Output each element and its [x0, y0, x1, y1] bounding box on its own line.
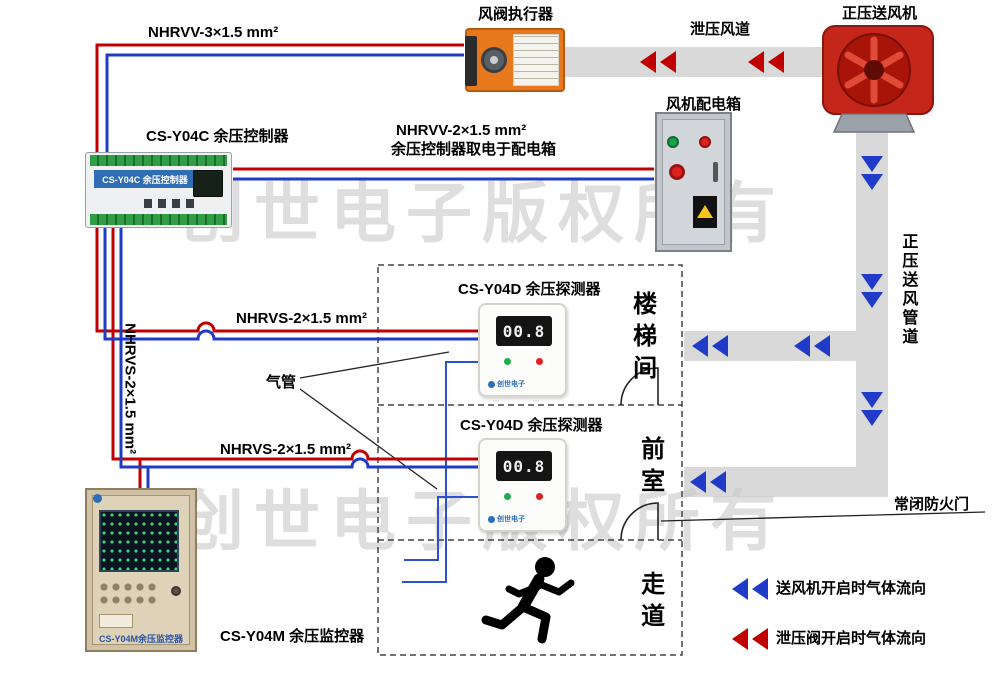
- relief-flow-arrows: [640, 51, 784, 73]
- relief-duct-label: 泄压风道: [690, 21, 751, 38]
- indicator-light-green: [667, 136, 679, 148]
- actuator-label: 风阀执行器: [478, 6, 554, 23]
- terminal-strip: [90, 214, 227, 225]
- brand-logo: 创世电子: [488, 379, 525, 389]
- room-stairwell-label: 楼梯间: [628, 291, 656, 387]
- wires-red: [95, 43, 654, 489]
- wires-blue: [103, 53, 654, 489]
- monitor-faceplate-label: CS-Y04M余压监控器: [98, 634, 183, 644]
- actuator-nameplate: [513, 34, 559, 86]
- detector-display: 00.8: [496, 451, 552, 481]
- supply-duct-label: 正压送风管道: [899, 233, 917, 347]
- controller-faceplate-label: CS-Y04C 余压控制器: [94, 170, 196, 188]
- detector-red-led: [536, 493, 543, 500]
- power-distribution-box: [655, 112, 732, 252]
- brand-logo: 创世电子: [488, 514, 525, 524]
- power-box-handle: [713, 162, 718, 182]
- controller-label: CS-Y04C 余压控制器: [146, 128, 289, 145]
- power-box-button: [669, 164, 685, 180]
- legend-relief-arrow-icon: [732, 628, 768, 650]
- pressure-detector-1: 00.8 创世电子: [478, 303, 567, 397]
- detector2-label: CS-Y04D 余压探测器: [460, 417, 603, 434]
- running-person-icon: [481, 557, 575, 644]
- cable-power-label-line1: NHRVV-2×1.5 mm²: [396, 122, 527, 139]
- indicator-light-red: [699, 136, 711, 148]
- monitor-keypad: [99, 582, 157, 608]
- supply-flow-arrows: [690, 156, 883, 493]
- detector-red-led: [536, 358, 543, 365]
- brand-logo-icon: [93, 494, 102, 503]
- actuator-bracket: [465, 36, 477, 86]
- monitor-label-slot: [99, 614, 133, 628]
- cable-label-top: NHRVV-3×1.5 mm²: [148, 24, 279, 41]
- fan-graphic: [822, 25, 934, 133]
- cable-power-label-line2: 余压控制器取电于配电箱: [391, 141, 557, 158]
- monitor-keyhole: [171, 586, 181, 596]
- power-box-label: 风机配电箱: [666, 96, 742, 113]
- cable-vertical-label: NHRVS-2×1.5 mm²: [121, 323, 139, 455]
- monitor-screen: [99, 510, 179, 572]
- monitor-label: CS-Y04M 余压监控器: [220, 628, 365, 645]
- pressure-detector-2: 00.8 创世电子: [478, 438, 567, 532]
- fire-door-label: 常闭防火门: [894, 496, 970, 513]
- legend-supply-arrow-icon: [732, 578, 768, 600]
- fire-door-symbol: [620, 367, 659, 541]
- cable-detector1-label: NHRVS-2×1.5 mm²: [236, 310, 368, 327]
- warning-sticker-icon: [693, 196, 717, 228]
- legend-relief-text: 泄压阀开启时气体流向: [776, 630, 927, 647]
- pressure-monitor-device: CS-Y04M余压监控器: [85, 488, 197, 652]
- controller-buttons: [144, 199, 200, 208]
- terminal-strip: [90, 155, 227, 166]
- controller-display: [193, 170, 223, 197]
- controller-device: CS-Y04C 余压控制器: [85, 152, 232, 228]
- detector-green-led: [504, 493, 511, 500]
- detector-green-led: [504, 358, 511, 365]
- damper-actuator-device: [465, 28, 565, 92]
- air-tube-label: 气管: [266, 374, 297, 391]
- actuator-shaft: [481, 47, 507, 73]
- air-tube-lines: [402, 361, 478, 583]
- legend-supply-text: 送风机开启时气体流向: [776, 580, 927, 597]
- cable-detector2-label: NHRVS-2×1.5 mm²: [220, 441, 352, 458]
- pointer-lines: [299, 351, 986, 522]
- detector-display: 00.8: [496, 316, 552, 346]
- room-front-label: 前室: [636, 436, 664, 500]
- room-corridor-label: 走道: [636, 571, 664, 635]
- detector1-label: CS-Y04D 余压探测器: [458, 281, 601, 298]
- fan-label: 正压送风机: [842, 5, 918, 22]
